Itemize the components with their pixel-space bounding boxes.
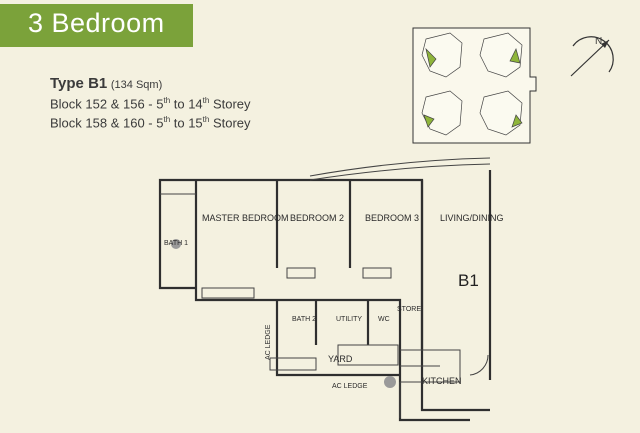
floor-plan-drawing (158, 157, 492, 422)
room-label-bath-1: BATH 1 (164, 240, 188, 247)
compass-north-label: N (595, 36, 602, 47)
room-label-store: STORE (397, 306, 421, 313)
unit-type-line: Type B1 (134 Sqm) (50, 76, 251, 93)
unit-info: Type B1 (134 Sqm) Block 152 & 156 - 5th … (50, 76, 251, 132)
room-label-living-dining: LIVING/DINING (440, 213, 504, 223)
room-label-bath-2: BATH 2 (292, 316, 316, 323)
page-title-banner: 3 Bedroom (0, 4, 193, 47)
room-label-yard: YARD (328, 354, 353, 364)
key-plan-block-bottom-left (421, 90, 463, 136)
unit-label: B1 (458, 271, 479, 290)
room-label-bedroom-3: BEDROOM 3 (365, 213, 420, 223)
north-compass: N (565, 32, 620, 82)
compass-icon: N (570, 36, 614, 77)
unit-type: Type B1 (50, 75, 108, 92)
key-plan (412, 27, 537, 144)
room-label-bedroom-2: BEDROOM 2 (290, 213, 345, 223)
room-label-utility: UTILITY (336, 316, 363, 323)
page-title: 3 Bedroom (28, 8, 165, 38)
room-label-kitchen: KITCHEN (422, 376, 462, 386)
key-plan-block-top-right (479, 32, 523, 78)
unit-area: (134 Sqm) (110, 79, 163, 91)
room-label-ac-ledge-left: AC LEDGE (265, 324, 272, 360)
floor-plan: MASTER BEDROOM BEDROOM 2 BEDROOM 3 LIVIN… (140, 150, 520, 425)
room-label-wc: WC (378, 316, 390, 323)
block-line: Block 152 & 156 - 5th to 14th Storey (50, 96, 251, 112)
key-plan-block-top-left (421, 32, 463, 78)
key-plan-block-bottom-right (479, 90, 523, 136)
room-label-master-bedroom: MASTER BEDROOM (202, 213, 289, 223)
block-line: Block 158 & 160 - 5th to 15th Storey (50, 115, 251, 131)
room-label-ac-ledge-bottom: AC LEDGE (332, 383, 368, 390)
